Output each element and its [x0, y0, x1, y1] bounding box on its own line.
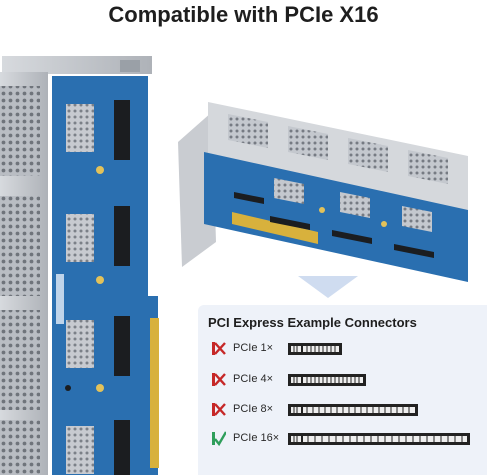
x-mark-icon [212, 373, 226, 386]
connector-label: PCIe 8× [233, 403, 274, 415]
panel-title: PCI Express Example Connectors [208, 315, 417, 330]
connector-row-pcie-1x: PCIe 1× [212, 340, 482, 358]
connector-row-pcie-4x: PCIe 4× [212, 371, 482, 389]
connector-label: PCIe 1× [233, 342, 274, 354]
pcie-4x-slot-icon [288, 374, 366, 386]
x-mark-icon [212, 342, 226, 355]
connector-label: PCIe 4× [233, 373, 274, 385]
x-mark-icon [212, 403, 226, 416]
check-mark-icon [212, 431, 226, 446]
pcie-8x-slot-icon [288, 404, 418, 416]
pci-express-connectors-panel: PCI Express Example Connectors PCIe 1× P… [198, 305, 487, 475]
connector-label: PCIe 16× [233, 432, 280, 444]
page-title: Compatible with PCIe X16 [108, 2, 379, 27]
down-arrow-icon [298, 276, 358, 298]
connector-row-pcie-8x: PCIe 8× [212, 401, 482, 419]
pcie-1x-slot-icon [288, 343, 342, 355]
pcie-card-front-illustration [0, 56, 159, 475]
connector-row-pcie-16x: PCIe 16× [212, 430, 482, 448]
pcie-card-angled-illustration [178, 102, 468, 282]
pcie-16x-slot-icon [288, 433, 470, 445]
